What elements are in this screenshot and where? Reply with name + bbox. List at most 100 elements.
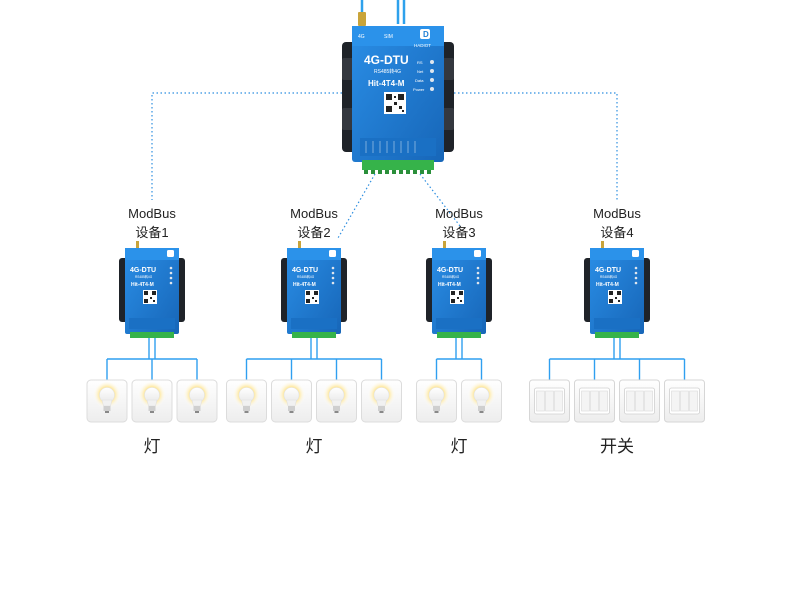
node-part-no: Hit-4T4-M	[131, 282, 154, 288]
rs485-bus	[245, 338, 383, 380]
light-bulb-icon	[271, 379, 312, 423]
qr-code-icon	[143, 290, 157, 304]
antenna-icon	[443, 241, 446, 250]
node-name-label: 设备2	[297, 225, 330, 240]
node-model: 4G-DTU	[437, 267, 463, 274]
wall-switch-icon	[664, 379, 705, 423]
node-name-label: 设备4	[600, 225, 633, 240]
svg-text:Data: Data	[415, 78, 424, 83]
svg-text:Net: Net	[417, 69, 424, 74]
qr-code-icon	[450, 290, 464, 304]
antenna-icon	[601, 241, 604, 250]
main-top-left-tag: 4G	[358, 34, 365, 40]
node-name-label: 设备1	[135, 225, 168, 240]
terminal-block	[595, 332, 639, 338]
led-icon	[476, 276, 480, 280]
light-bulb-icon	[316, 379, 357, 423]
rs485-links	[151, 92, 618, 239]
led-icon	[634, 271, 638, 275]
light-bulb-icon	[361, 379, 402, 423]
load-group-label: 开关	[600, 437, 634, 457]
node-model: 4G-DTU	[292, 267, 318, 274]
node-protocol-label: ModBus	[593, 206, 641, 221]
led-icon	[476, 271, 480, 275]
node-part-no: Hit-4T4-M	[438, 282, 461, 288]
wall-switch-icon	[529, 379, 570, 423]
node-name-label: 设备3	[442, 225, 475, 240]
antenna-icon	[298, 241, 301, 250]
light-bulb-icon	[461, 379, 502, 423]
load-group-label: 灯	[451, 437, 468, 457]
main-model: 4G-DTU	[364, 53, 409, 67]
antenna-icon	[136, 241, 139, 250]
led-icon	[634, 266, 638, 270]
rs485-bus	[106, 338, 198, 380]
qr-code-icon	[305, 290, 319, 304]
rs485-bus	[548, 338, 686, 380]
main-subtitle: RS485转4G	[374, 68, 401, 75]
led-icon	[331, 276, 335, 280]
load-group-label: 灯	[306, 437, 323, 457]
brand-logo-icon	[632, 250, 639, 257]
wall-switch-icon	[619, 379, 660, 423]
node-protocol-label: ModBus	[290, 206, 338, 221]
led-icon	[331, 266, 335, 270]
main-indicator-net: Net	[417, 69, 434, 74]
link-device1	[151, 92, 342, 200]
led-icon	[331, 281, 335, 285]
main-brand-logo-icon	[420, 29, 430, 39]
link-device3	[419, 173, 461, 227]
link-device2	[337, 173, 376, 239]
main-indicator-rs: RS	[417, 60, 434, 65]
light-bulb-icon	[416, 379, 457, 423]
node-protocol-label: ModBus	[128, 206, 176, 221]
wall-switch-icon	[574, 379, 615, 423]
antenna-connector-icon	[358, 12, 366, 26]
terminal-block	[130, 332, 174, 338]
node-subtitle: RS485转4G	[442, 274, 460, 279]
led-icon	[634, 281, 638, 285]
led-icon	[476, 281, 480, 285]
terminal-block	[292, 332, 336, 338]
brand-logo-icon	[329, 250, 336, 257]
led-icon	[476, 266, 480, 270]
load-group-label: 灯	[144, 437, 161, 457]
node-subtitle: RS485转4G	[135, 274, 153, 279]
rs485-bus	[435, 338, 483, 380]
modbus-nodes: ModBus设备14G-DTURS485转4GHit-4T4-M灯ModBus设…	[86, 206, 705, 457]
main-brand: HADIOT	[414, 43, 431, 48]
main-dtu-device: 4G SIM D HADIOT 4G-DTU RS485转4G Hit-4T4-…	[342, 0, 454, 174]
svg-text:D: D	[423, 30, 429, 39]
main-top-mid-tag: SIM	[384, 34, 393, 40]
led-icon	[634, 276, 638, 280]
node-part-no: Hit-4T4-M	[293, 282, 316, 288]
led-icon	[331, 271, 335, 275]
qr-code-icon	[608, 290, 622, 304]
light-bulb-icon	[226, 379, 267, 423]
light-bulb-icon	[131, 379, 173, 423]
led-icon	[430, 87, 434, 91]
led-icon	[430, 78, 434, 82]
brand-logo-icon	[167, 250, 174, 257]
node-model: 4G-DTU	[595, 267, 621, 274]
light-bulb-icon	[86, 379, 128, 423]
light-bulb-icon	[176, 379, 218, 423]
terminal-block	[437, 332, 481, 338]
main-indicator-data: Data	[415, 78, 434, 83]
main-part-no: Hit-4T4-M	[368, 79, 405, 88]
led-icon	[430, 69, 434, 73]
node-protocol-label: ModBus	[435, 206, 483, 221]
svg-text:RS: RS	[417, 60, 423, 65]
led-icon	[169, 281, 173, 285]
node-model: 4G-DTU	[130, 267, 156, 274]
main-terminal-block	[362, 160, 434, 170]
led-icon	[430, 60, 434, 64]
brand-logo-icon	[474, 250, 481, 257]
led-icon	[169, 276, 173, 280]
link-device4	[454, 92, 618, 200]
